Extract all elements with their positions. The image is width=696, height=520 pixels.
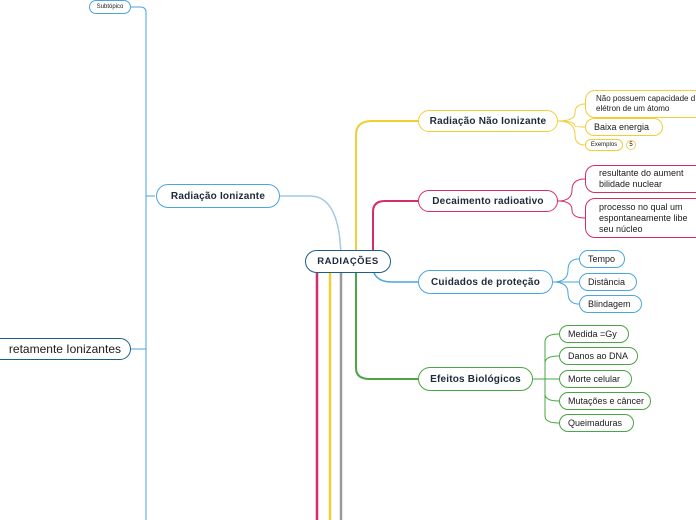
connector-cui-child-1 — [552, 258, 580, 283]
connector-left-vertical — [145, 195, 155, 520]
efeitos-child-3-label: Morte celular — [568, 374, 621, 384]
nao-ionizante-child-1[interactable]: Não possuem capacidade d elétron de um á… — [585, 90, 696, 118]
decaimento-child-1-label: resultante do aument bilidade nuclear — [599, 168, 684, 189]
cuidados-child-tempo[interactable]: Tempo — [579, 250, 625, 268]
connector-yellow-branch — [355, 120, 418, 250]
connector-red-branch — [372, 200, 418, 250]
decaimento-child-2[interactable]: processo no qual um espontaneamente libe… — [585, 198, 696, 238]
efeitos-child-1[interactable]: Medida =Gy — [559, 325, 629, 343]
efeitos-child-5[interactable]: Queimaduras — [559, 414, 634, 432]
exemplos-label: Exemplos — [590, 142, 618, 148]
connector-nao-child-3 — [557, 120, 586, 146]
cuidados-label: Cuidados de proteção — [430, 276, 540, 288]
decaimento-node[interactable]: Decaimento radioativo — [418, 190, 558, 212]
connector-efe-child-2 — [544, 355, 560, 364]
exemplos-count: 5 — [629, 142, 633, 148]
exemplos-node[interactable]: Exemplos — [585, 139, 623, 151]
decaimento-child-2-label: processo no qual um espontaneamente libe… — [599, 201, 688, 234]
cuidados-child-distancia-label: Distância — [588, 277, 626, 287]
root-label: RADIAÇÕES — [317, 256, 379, 267]
connector-dec-child-1 — [557, 178, 586, 202]
connector-efe-child-1 — [533, 333, 560, 380]
connector-nao-child-1 — [557, 103, 586, 122]
connector-cui-child-3 — [552, 281, 580, 305]
cuidados-node[interactable]: Cuidados de proteção — [418, 270, 553, 294]
connector-efe-child-5 — [544, 394, 560, 424]
cuidados-child-tempo-label: Tempo — [588, 254, 616, 264]
radiacao-ionizante-node[interactable]: Radiação Ionizante — [156, 184, 280, 208]
efeitos-node[interactable]: Efeitos Biológicos — [418, 367, 533, 391]
connector-nao-child-2 — [557, 120, 586, 128]
connector-left-subtopic — [131, 6, 147, 196]
efeitos-child-4[interactable]: Mutações e câncer — [559, 392, 651, 410]
connector-efe-child-4 — [544, 379, 560, 402]
decaimento-child-1[interactable]: resultante do aument bilidade nuclear — [585, 165, 696, 193]
nao-ionizante-child-2[interactable]: Baixa energia — [585, 118, 663, 136]
efeitos-child-2[interactable]: Danos ao DNA — [559, 347, 638, 365]
cuidados-child-blindagem[interactable]: Blindagem — [579, 295, 642, 313]
root-node[interactable]: RADIAÇÕES — [305, 250, 391, 273]
diretamente-ionizantes-label: retamente Ionizantes — [8, 342, 121, 356]
efeitos-child-2-label: Danos ao DNA — [568, 351, 629, 361]
nao-ionizante-label: Radiação Não Ionizante — [429, 115, 547, 127]
exemplos-count-badge[interactable]: 5 — [626, 140, 636, 150]
nao-ionizante-node[interactable]: Radiação Não Ionizante — [418, 110, 558, 132]
connector-root-left — [280, 195, 342, 263]
radiacao-ionizante-label: Radiação Ionizante — [170, 190, 266, 202]
subtopic-node[interactable]: Subtópico — [89, 0, 131, 14]
cuidados-child-distancia[interactable]: Distância — [579, 273, 637, 291]
connector-green-branch — [355, 272, 418, 380]
nao-ionizante-child-1-label: Não possuem capacidade d elétron de um á… — [596, 94, 696, 113]
efeitos-child-5-label: Queimaduras — [568, 418, 623, 428]
connector-dec-child-2 — [557, 200, 586, 219]
efeitos-child-1-label: Medida =Gy — [568, 329, 617, 339]
efeitos-child-3[interactable]: Morte celular — [559, 370, 632, 388]
efeitos-label: Efeitos Biológicos — [430, 373, 521, 385]
diretamente-ionizantes-node[interactable]: retamente Ionizantes — [0, 338, 131, 360]
efeitos-child-4-label: Mutações e câncer — [568, 396, 645, 406]
decaimento-label: Decaimento radioativo — [432, 195, 544, 207]
cuidados-child-blindagem-label: Blindagem — [588, 299, 631, 309]
nao-ionizante-child-2-label: Baixa energia — [594, 122, 650, 132]
subtopic-label: Subtópico — [96, 4, 124, 10]
